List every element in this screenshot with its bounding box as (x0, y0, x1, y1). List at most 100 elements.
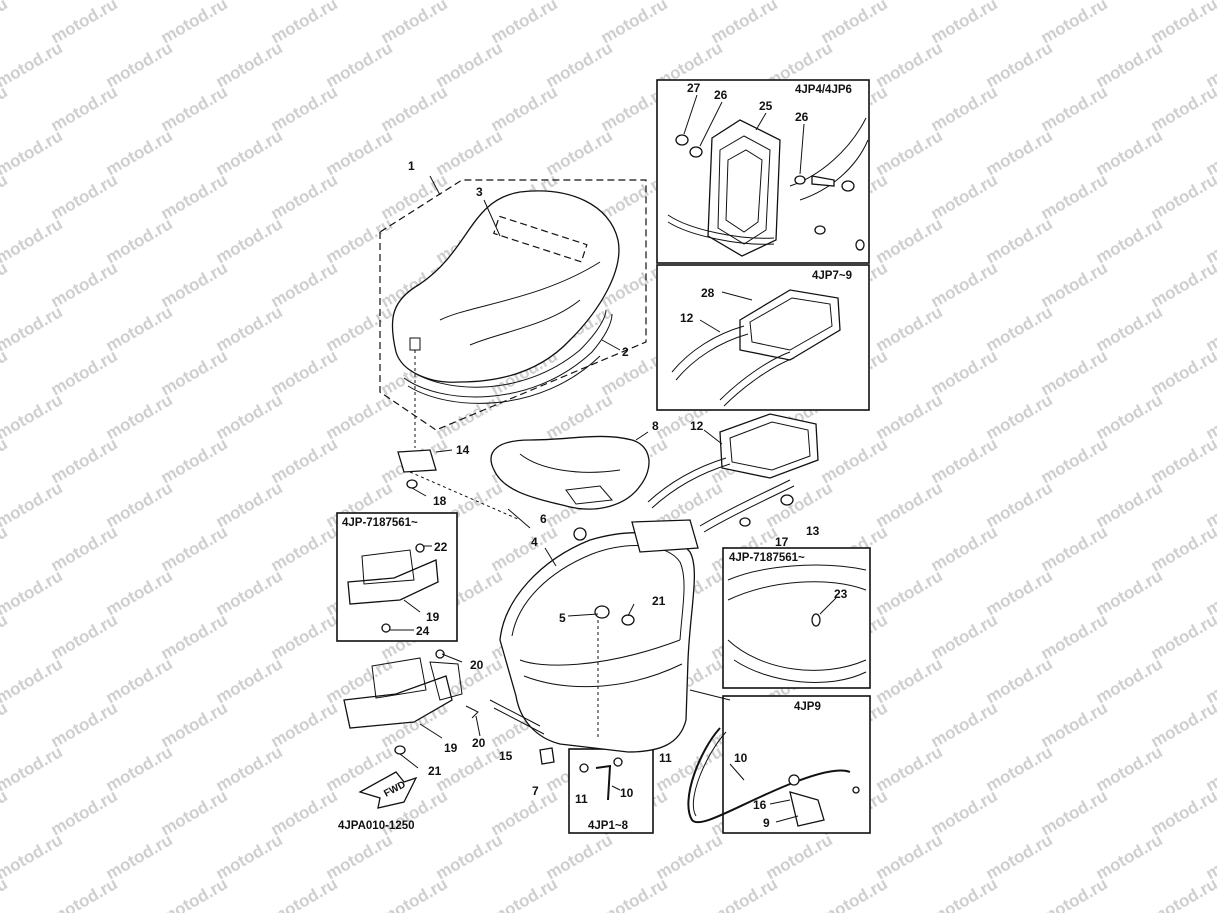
watermark-text: motod.ru (543, 830, 616, 883)
watermark-text: motod.ru (0, 0, 11, 47)
watermark-text: motod.ru (1148, 434, 1217, 487)
watermark-text: motod.ru (928, 874, 1001, 913)
inset-rack-label: 4JP7~9 (812, 270, 852, 282)
watermark-text: motod.ru (0, 258, 11, 311)
watermark-text: motod.ru (0, 786, 11, 839)
watermark-text: motod.ru (873, 126, 946, 179)
watermark-text: motod.ru (268, 434, 341, 487)
watermark-text: motod.ru (0, 170, 11, 223)
watermark-text: motod.ru (1093, 566, 1166, 619)
watermark-text: motod.ru (103, 302, 176, 355)
watermark-text: motod.ru (48, 346, 121, 399)
watermark-text: motod.ru (928, 434, 1001, 487)
watermark-text: motod.ru (213, 126, 286, 179)
watermark-text: motod.ru (598, 0, 671, 47)
watermark-text: motod.ru (0, 698, 11, 751)
watermark-text: motod.ru (983, 478, 1056, 531)
callout-19a: 19 (426, 610, 440, 624)
watermark-text: motod.ru (873, 742, 946, 795)
watermark-text: motod.ru (0, 522, 11, 575)
watermark-text: motod.ru (928, 610, 1001, 663)
watermark-text: motod.ru (0, 478, 66, 531)
callout-16: 16 (753, 798, 767, 812)
callout-21b: 21 (428, 764, 442, 778)
watermark-text: motod.ru (763, 830, 836, 883)
watermark-text: motod.ru (873, 654, 946, 707)
watermark-text: motod.ru (213, 654, 286, 707)
callout-14: 14 (456, 443, 470, 457)
watermark-text: motod.ru (488, 874, 561, 913)
watermark-text: motod.ru (873, 566, 946, 619)
callout-28: 28 (701, 286, 715, 300)
watermark-text: motod.ru (158, 874, 231, 913)
watermark-text: motod.ru (0, 434, 11, 487)
watermark-text: motod.ru (158, 610, 231, 663)
watermark-text: motod.ru (0, 82, 11, 135)
watermark-text: motod.ru (1038, 874, 1111, 913)
watermark-text: motod.ru (1093, 478, 1166, 531)
inset-cable-label: 4JP9 (794, 701, 821, 713)
watermark-text: motod.ru (323, 302, 396, 355)
watermark-text: motod.ru (873, 390, 946, 443)
callout-17: 17 (775, 535, 789, 549)
watermark-text: motod.ru (323, 126, 396, 179)
inset-lock-label: 4JP-7187561~ (342, 517, 418, 529)
watermark-text: motod.ru (378, 874, 451, 913)
watermark-text: motod.ru (0, 830, 66, 883)
watermark-text: motod.ru (268, 170, 341, 223)
watermark-text: motod.ru (928, 522, 1001, 575)
watermark-text: motod.ru (983, 566, 1056, 619)
watermark-text: motod.ru (213, 742, 286, 795)
watermark-text: motod.ru (103, 214, 176, 267)
watermark-text: motod.ru (213, 38, 286, 91)
watermark-text: motod.ru (1093, 126, 1166, 179)
watermark-text: motod.ru (1093, 302, 1166, 355)
watermark-text: motod.ru (48, 698, 121, 751)
watermark-text: motod.ru (1148, 610, 1217, 663)
watermark-text: motod.ru (1148, 786, 1217, 839)
watermark-text: motod.ru (983, 830, 1056, 883)
watermark-text: motod.ru (928, 786, 1001, 839)
watermark-text: motod.ru (158, 522, 231, 575)
callout-13: 13 (806, 524, 820, 538)
watermark-text: motod.ru (928, 258, 1001, 311)
watermark-text: motod.ru (0, 302, 66, 355)
watermark-text: motod.ru (158, 82, 231, 135)
callout-21a: 21 (652, 594, 666, 608)
watermark-text: motod.ru (48, 0, 121, 47)
watermark-text: motod.ru (433, 830, 506, 883)
watermark-text: motod.ru (268, 82, 341, 135)
callout-22: 22 (434, 540, 448, 554)
watermark-text: motod.ru (158, 0, 231, 47)
callout-12a: 12 (690, 419, 704, 433)
callout-23: 23 (834, 587, 848, 601)
inset-carrier-label: 4JP4/4JP6 (795, 84, 852, 96)
watermark-text: motod.ru (0, 566, 66, 619)
watermark-text: motod.ru (818, 0, 891, 47)
watermark-text: motod.ru (0, 610, 11, 663)
watermark-text: motod.ru (378, 82, 451, 135)
watermark-text: motod.ru (158, 698, 231, 751)
callout-10a: 10 (734, 751, 748, 765)
watermark-text: motod.ru (48, 82, 121, 135)
watermark-text: motod.ru (1093, 830, 1166, 883)
callout-4: 4 (531, 535, 538, 549)
watermark-text: motod.ru (433, 38, 506, 91)
callout-26a: 26 (714, 88, 728, 102)
watermark-text: motod.ru (48, 170, 121, 223)
watermark-text: motod.ru (818, 874, 891, 913)
watermark-text: motod.ru (48, 434, 121, 487)
watermark-text: motod.ru (1093, 654, 1166, 707)
diagram-code: 4JPA010-1250 (338, 820, 415, 832)
watermark-text: motod.ru (268, 610, 341, 663)
watermark-text: motod.ru (873, 302, 946, 355)
watermark-text: motod.ru (0, 654, 66, 707)
callout-20b: 20 (472, 736, 486, 750)
watermark-text: motod.ru (1038, 610, 1111, 663)
watermark-text: motod.ru (103, 566, 176, 619)
watermark-text: motod.ru (488, 786, 561, 839)
watermark-text: motod.ru (1038, 258, 1111, 311)
watermark-text: motod.ru (818, 434, 891, 487)
watermark-text: motod.ru (103, 390, 176, 443)
watermark-text: motod.ru (158, 786, 231, 839)
